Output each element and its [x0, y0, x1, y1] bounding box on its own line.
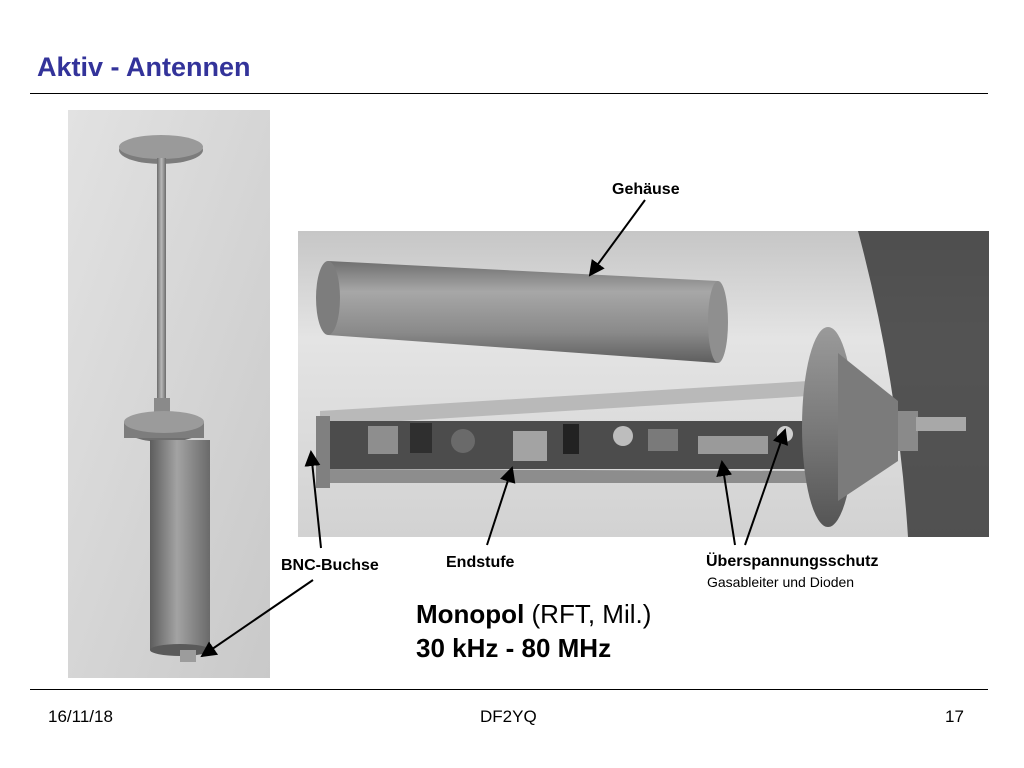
slide-title: Aktiv - Antennen — [37, 52, 251, 82]
antenna-caption-name: Monopol (RFT, Mil.) — [416, 597, 651, 631]
label-housing: Gehäuse — [612, 181, 680, 198]
frequency-range: 30 kHz - 80 MHz — [416, 633, 612, 663]
antenna-assembled-photo — [68, 110, 270, 678]
antenna-type: Monopol — [416, 599, 525, 629]
antenna-caption: Monopol (RFT, Mil.) 30 kHz - 80 MHz — [416, 597, 651, 665]
title-divider — [30, 93, 988, 94]
footer-divider — [30, 689, 988, 690]
footer-author: DF2YQ — [480, 707, 537, 726]
antenna-origin: (RFT, Mil.) — [524, 599, 652, 629]
label-surge-protection-detail: Gasableiter und Dioden — [707, 574, 855, 590]
label-surge-protection: Überspannungsschutz — [706, 553, 879, 570]
antenna-opened-photo — [298, 231, 989, 537]
footer-page-number: 17 — [945, 707, 964, 726]
footer-date: 16/11/18 — [48, 707, 113, 726]
label-output-stage: Endstufe — [446, 554, 515, 571]
label-bnc-socket: BNC-Buchse — [281, 557, 379, 574]
